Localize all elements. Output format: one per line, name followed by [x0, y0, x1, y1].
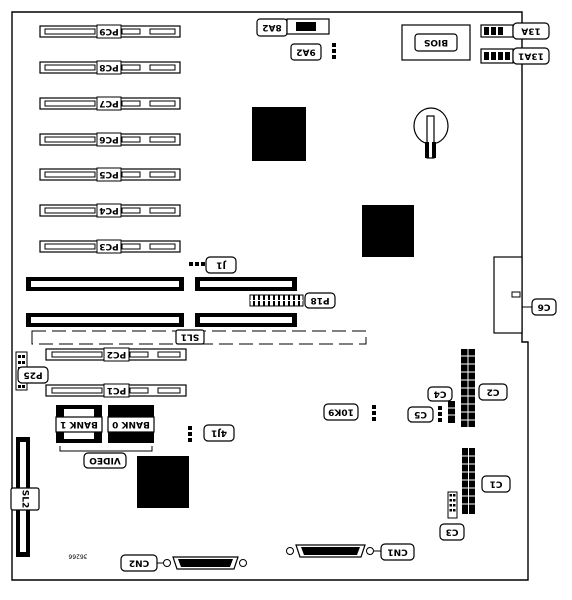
slot-sl1: SL1 [31, 329, 367, 345]
sl2-label: SL2 [20, 490, 30, 508]
slot-sl2: SL2 [10, 437, 40, 557]
chip-bottom [137, 456, 189, 508]
c3-label: C3 [446, 527, 459, 537]
jumper-j1: J1 [189, 256, 237, 274]
bank0-label: BANK 0 [112, 419, 150, 429]
connector-c6: C6 [493, 256, 557, 334]
10k9-label: 10K9 [328, 407, 354, 417]
connector-c3: C3 [439, 491, 465, 541]
board-outline [11, 11, 529, 581]
pc7-label: PC7 [99, 98, 118, 108]
header-p18: P18 [249, 292, 336, 309]
pc4-label: PC4 [99, 205, 118, 215]
slot-pc6: PC6 [39, 132, 181, 147]
pc3-label: PC3 [99, 241, 118, 251]
pc2-label: PC2 [107, 349, 126, 359]
connector-c1: C1 [462, 448, 511, 514]
cn2-label: CN2 [129, 558, 149, 568]
figure-reference: 36266 [68, 553, 87, 560]
connector-c2: C2 [461, 349, 508, 427]
slot-pc5: PC5 [39, 167, 181, 182]
slot-pc8: PC8 [39, 60, 181, 75]
pc5-label: PC5 [99, 169, 118, 179]
connector-c4: C4 [427, 386, 455, 423]
jumper-4j1: 4J1 [188, 424, 235, 442]
pc8-label: PC8 [99, 62, 118, 72]
pc9-label: PC9 [99, 26, 118, 36]
13a-label: 13A [521, 26, 541, 36]
cn1-label: CN1 [387, 547, 407, 557]
slot-pc2: PC2 [45, 347, 187, 362]
long-slots [26, 277, 297, 327]
connector-cn2: CN2 [120, 554, 247, 572]
video-bracket: VIDEO [59, 446, 153, 469]
slot-pc1: PC1 [45, 383, 187, 398]
slot-pc7: PC7 [39, 96, 181, 111]
4j1-label: 4J1 [211, 428, 227, 438]
c2-label: C2 [487, 387, 500, 397]
p25-label: P25 [23, 370, 42, 380]
battery [413, 107, 449, 159]
chip-middle [362, 205, 414, 257]
connector-c5: C5 [407, 406, 442, 423]
c5-label: C5 [414, 409, 427, 419]
bios-chip: BIOS [401, 24, 471, 61]
c4-label: C4 [434, 389, 447, 399]
c6-label: C6 [538, 302, 551, 312]
bios-label: BIOS [424, 37, 448, 47]
j1-label: J1 [216, 260, 227, 270]
9a2-label: 9A2 [296, 47, 316, 57]
slot-pc4: PC4 [39, 203, 181, 218]
header-p25: P25 [15, 351, 49, 391]
13a1-label: 13A1 [518, 51, 544, 61]
jumper-8a2: 8A2 [256, 18, 330, 37]
pc1-label: PC1 [107, 385, 126, 395]
8a2-label: 8A2 [262, 22, 282, 32]
jumper-9a2: 9A2 [290, 43, 336, 61]
jumper-13a: 13A [480, 22, 550, 40]
sl1-label: SL1 [181, 332, 199, 342]
jumper-13a1: 13A1 [480, 47, 550, 65]
bank-0: BANK 0 [107, 405, 155, 443]
chip-top [252, 107, 306, 161]
pc6-label: PC6 [99, 134, 118, 144]
jumper-10k9: 10K9 [323, 403, 376, 421]
c1-label: C1 [490, 479, 503, 489]
slot-pc9: PC9 [39, 24, 181, 39]
connector-cn1: CN1 [286, 543, 415, 561]
bank1-label: BANK 1 [60, 419, 98, 429]
video-label: VIDEO [89, 455, 121, 465]
p18-label: P18 [310, 295, 329, 305]
bank-1: BANK 1 [55, 405, 103, 443]
slot-pc3: PC3 [39, 239, 181, 254]
